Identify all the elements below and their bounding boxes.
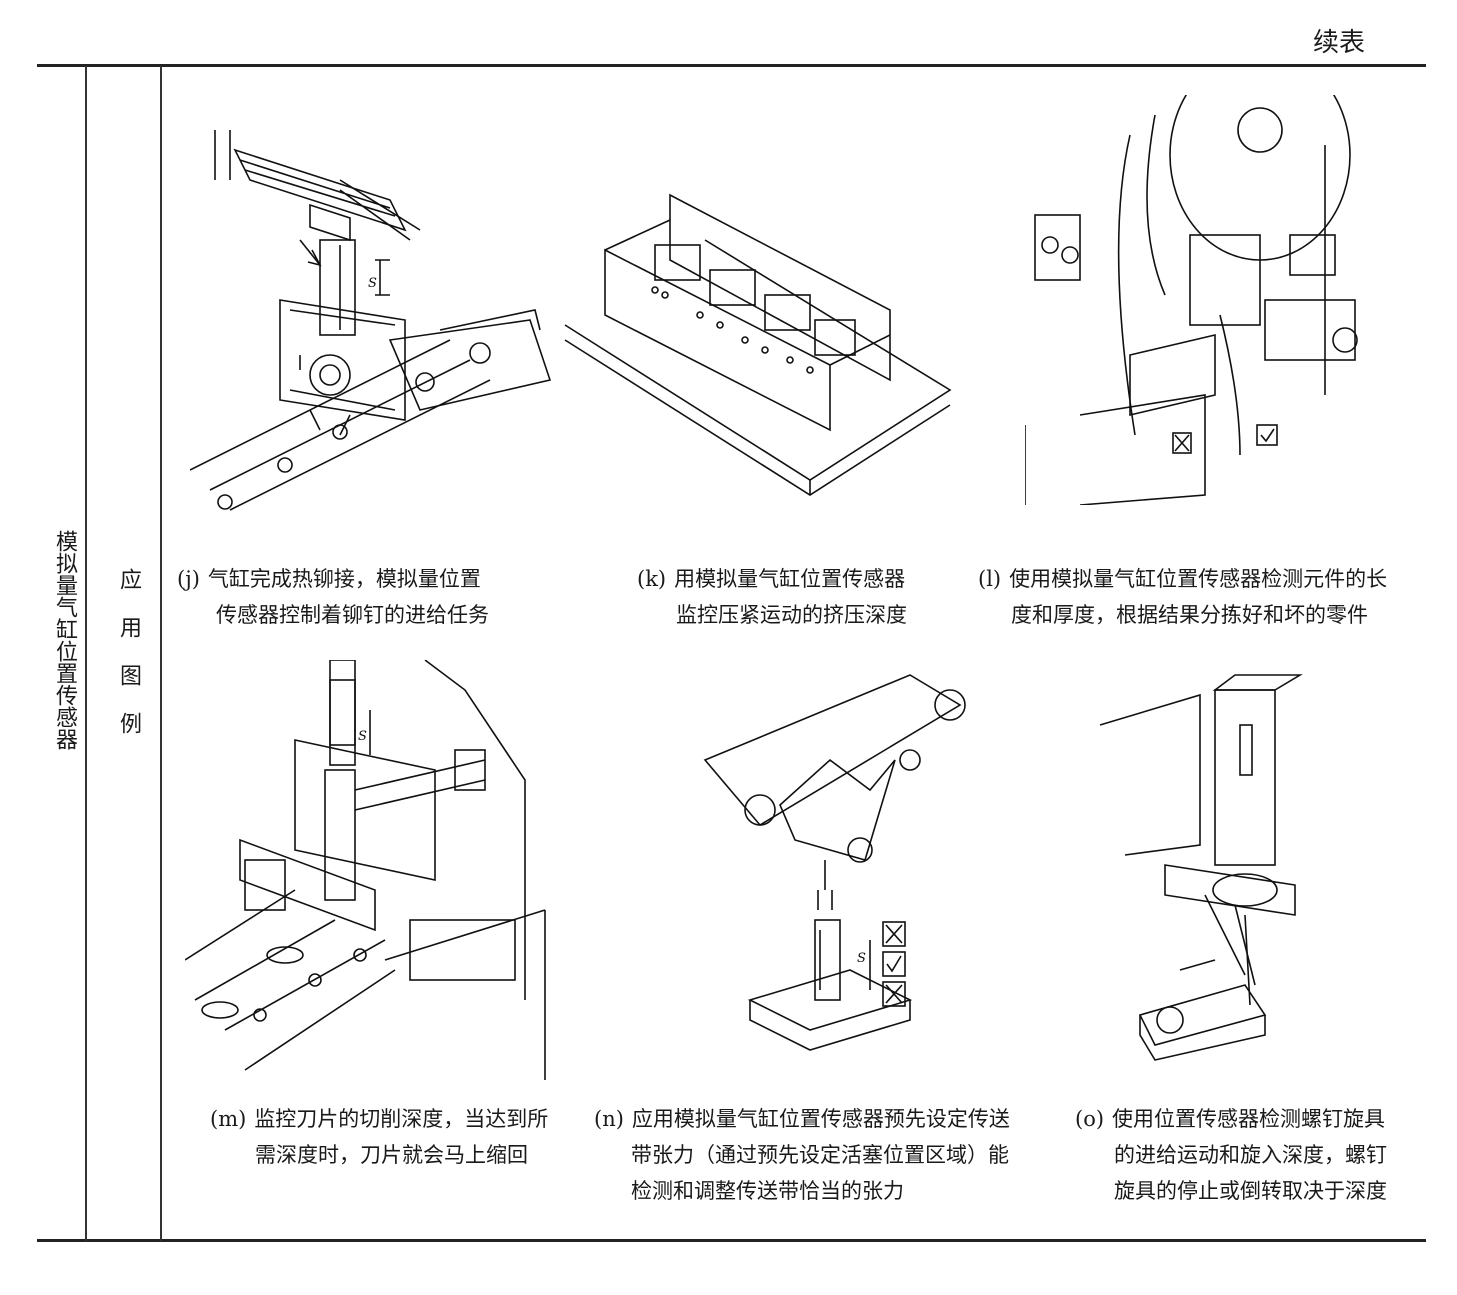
svg-text:S: S xyxy=(358,729,367,744)
figure-n-belt-tension: S xyxy=(700,660,970,1060)
caption-o: (o) 使用位置传感器检测螺钉旋具 的进给运动和旋入深度，螺钉 旋具的停止或倒转取… xyxy=(1075,1101,1387,1209)
table-top-rule xyxy=(37,64,1426,67)
caption-o-label: (o) xyxy=(1075,1107,1105,1131)
continued-label: 续表 xyxy=(1312,28,1365,58)
figure-m-cutting-blade: S xyxy=(185,660,555,1080)
caption-k-label: (k) xyxy=(637,567,667,591)
table-bottom-rule xyxy=(37,1239,1426,1242)
caption-m-label: (m) xyxy=(210,1107,247,1131)
caption-l: (l) 使用模拟量气缸位置传感器检测元件的长 度和厚度，根据结果分拣好和坏的零件 xyxy=(978,561,1387,633)
caption-m-line2: 需深度时，刀片就会马上缩回 xyxy=(255,1143,528,1167)
caption-k-line2: 监控压紧运动的挤压深度 xyxy=(676,603,907,627)
svg-text:S: S xyxy=(857,951,866,966)
caption-j-line1: 气缸完成热铆接，模拟量位置 xyxy=(207,567,481,591)
category-label: 模拟量气缸位置传感器 xyxy=(52,530,77,750)
caption-m-line1: 监控刀片的切削深度，当达到所 xyxy=(254,1107,549,1131)
figure-o-screwdriver-depth xyxy=(1095,665,1325,1065)
caption-k-line1: 用模拟量气缸位置传感器 xyxy=(674,567,906,591)
caption-k: (k) 用模拟量气缸位置传感器 监控压紧运动的挤压深度 xyxy=(637,561,907,633)
figure-l-part-sorting xyxy=(1025,95,1375,505)
caption-n-label: (n) xyxy=(594,1107,624,1131)
caption-n: (n) 应用模拟量气缸位置传感器预先设定传送 带张力（通过预先设定活塞位置区域）能… xyxy=(594,1101,1010,1209)
caption-n-line2: 带张力（通过预先设定活塞位置区域）能 xyxy=(631,1143,1009,1167)
caption-l-line2: 度和厚度，根据结果分拣好和坏的零件 xyxy=(1011,603,1368,627)
caption-j-line2: 传感器控制着铆钉的进给任务 xyxy=(216,603,489,627)
caption-l-label: (l) xyxy=(978,567,1002,591)
caption-o-line2: 的进给运动和旋入深度，螺钉 xyxy=(1114,1143,1387,1167)
caption-j-label: (j) xyxy=(177,567,200,591)
subcategory-label: 应用图例 xyxy=(116,568,141,760)
column-divider-2 xyxy=(160,66,162,1241)
caption-n-line1: 应用模拟量气缸位置传感器预先设定传送 xyxy=(631,1107,1010,1131)
figure-j-rivet-press: S xyxy=(190,120,560,520)
figure-k-press-depth xyxy=(560,190,960,500)
caption-n-line3: 检测和调整传送带恰当的张力 xyxy=(631,1179,904,1203)
caption-m: (m) 监控刀片的切削深度，当达到所 需深度时，刀片就会马上缩回 xyxy=(210,1101,548,1173)
caption-o-line1: 使用位置传感器检测螺钉旋具 xyxy=(1112,1107,1386,1131)
caption-l-line1: 使用模拟量气缸位置传感器检测元件的长 xyxy=(1009,567,1388,591)
svg-text:S: S xyxy=(368,276,377,291)
caption-j: (j) 气缸完成热铆接，模拟量位置 传感器控制着铆钉的进给任务 xyxy=(177,561,489,633)
column-divider-1 xyxy=(85,66,87,1241)
caption-o-line3: 旋具的停止或倒转取决于深度 xyxy=(1114,1179,1387,1203)
